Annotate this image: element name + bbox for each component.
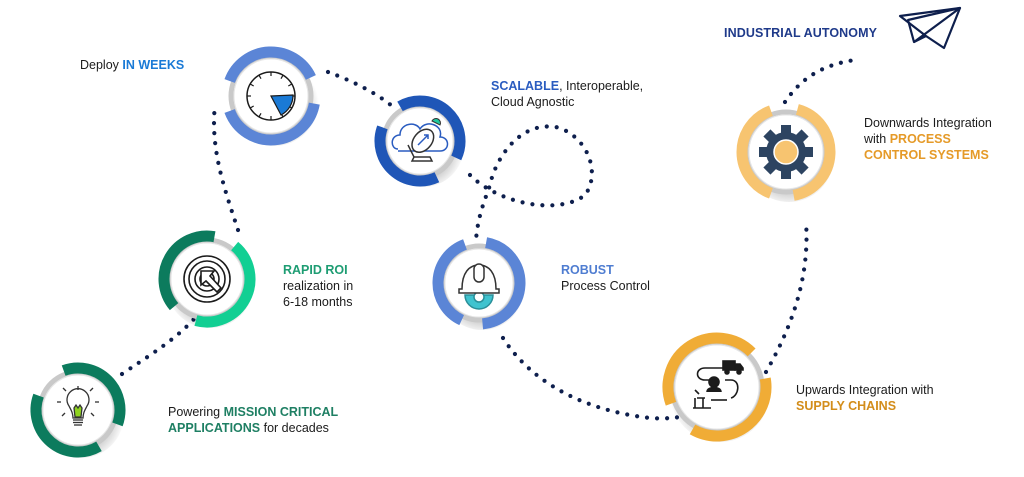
path-supply-to-gear — [763, 219, 809, 375]
dotted-path-group — [119, 57, 858, 421]
label-highlight: MISSION CRITICAL — [223, 405, 339, 419]
clock-tick — [288, 83, 293, 87]
label-supply-chains: Upwards Integration with SUPPLY CHAINS — [796, 382, 934, 414]
paper-plane-icon — [898, 6, 962, 50]
ring-segment-1 — [689, 377, 772, 442]
ring-segment-2 — [224, 46, 316, 84]
label-deploy: Deploy IN WEEKS — [80, 57, 184, 73]
label-line2: realization in — [283, 279, 354, 293]
ring-inner — [674, 344, 760, 430]
label-suffix: for decades — [260, 421, 329, 435]
lightbulb-icon — [57, 386, 99, 426]
label-highlight: ROBUST — [561, 263, 614, 277]
ring-segment-1 — [30, 393, 102, 458]
ring-segment-1 — [397, 95, 466, 161]
label-process-control: Downwards Integration with PROCESS CONTR… — [864, 115, 992, 163]
clock-tick — [258, 74, 262, 79]
label-highlight: PROCESS — [889, 132, 951, 146]
label-highlight-2: APPLICATIONS — [168, 421, 261, 435]
label-scalable: SCALABLE, Interoperable, Cloud Agnostic — [491, 78, 643, 110]
clock-tick — [280, 74, 284, 79]
clock-tick — [249, 83, 254, 87]
label-highlight: IN WEEKS — [122, 58, 185, 72]
ring-segment-1 — [792, 104, 836, 201]
path-gear-to-plane — [782, 57, 858, 105]
path-bulb-to-roi — [119, 315, 198, 377]
label-suffix: , Interoperable, — [559, 79, 644, 93]
label-highlight: SUPPLY CHAINS — [796, 399, 897, 413]
gear-tooth — [781, 125, 791, 137]
ring-scalable — [374, 95, 466, 187]
label-prefix: Upwards Integration with — [796, 383, 934, 397]
gear-tooth — [781, 167, 791, 179]
cloud-satellite-icon — [391, 118, 449, 162]
label-line2-prefix: with — [864, 132, 890, 146]
ring-segment-2 — [736, 105, 774, 199]
label-highlight: SCALABLE — [491, 79, 560, 93]
supply-chain-icon — [693, 360, 744, 409]
clock-tick — [249, 105, 254, 109]
label-highlight-2: CONTROL SYSTEMS — [864, 148, 989, 162]
label-line2: Cloud Agnostic — [491, 95, 575, 109]
label-mission-critical: Powering MISSION CRITICAL APPLICATIONS f… — [168, 404, 338, 436]
label-highlight: RAPID ROI — [283, 263, 348, 277]
ring-segment-1 — [224, 102, 320, 146]
ring-segment-2 — [61, 362, 126, 427]
ring-segment-2 — [158, 230, 216, 311]
path-robust-to-supply — [500, 335, 688, 421]
label-robust: ROBUST Process Control — [561, 262, 650, 294]
gear-icon — [759, 125, 813, 179]
ring-segment-2 — [432, 239, 468, 326]
ring-segment-2 — [374, 125, 440, 187]
label-prefix: Deploy — [80, 58, 123, 72]
clock-icon — [246, 71, 296, 121]
ring-segment-1 — [194, 241, 256, 328]
ring-segment-1 — [481, 237, 526, 330]
target-arrow-icon — [183, 255, 231, 303]
label-rapid-roi: RAPID ROI realization in 6-18 months — [283, 262, 353, 310]
header-title: INDUSTRIAL AUTONOMY — [724, 26, 878, 40]
label-prefix: Powering — [168, 405, 224, 419]
path-scalable-loop — [467, 124, 594, 243]
path-deploy-to-scalable — [325, 69, 395, 109]
clock-tick — [258, 113, 262, 118]
label-line2: Process Control — [561, 279, 650, 293]
label-line3: 6-18 months — [283, 295, 353, 309]
hardhat-gear-icon — [458, 263, 500, 310]
ring-segment-2 — [662, 332, 756, 406]
label-prefix: Downwards Integration — [864, 116, 992, 130]
